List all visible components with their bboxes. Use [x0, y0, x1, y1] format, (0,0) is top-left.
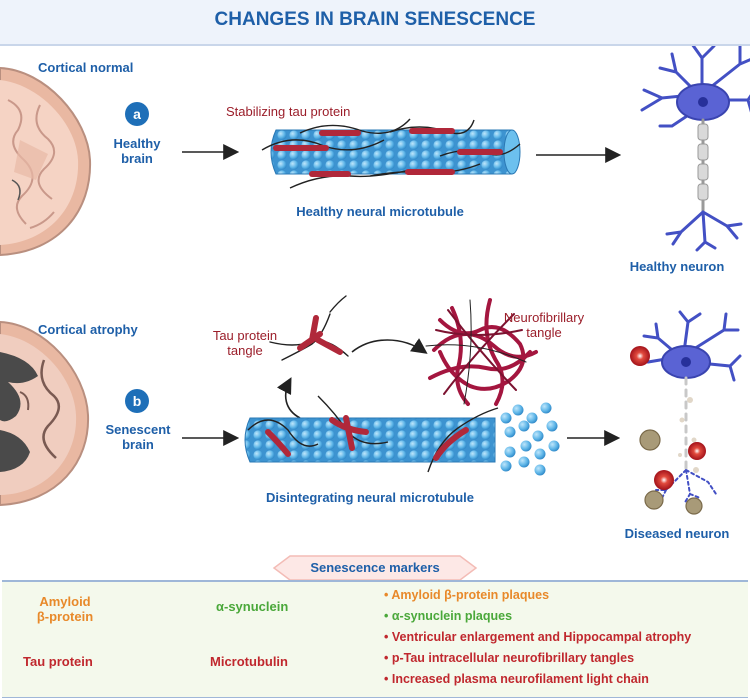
stabilizing-tau-label: Stabilizing tau protein — [226, 104, 351, 119]
neurofibrillary-tangle — [425, 298, 538, 406]
legend-tau-label: Tau protein — [23, 654, 93, 669]
disintegrating-microtubule — [244, 395, 560, 476]
disintegrating-microtubule-label: Disintegrating neural microtubule — [265, 490, 475, 505]
legend-microtubulin-label: Microtubulin — [210, 654, 288, 669]
marker-bullet-list: • Amyloid β-protein plaques • α-synuclei… — [384, 588, 744, 693]
bullet-neurofilament: • Increased plasma neurofilament light c… — [384, 672, 649, 686]
panel-b-badge: b — [125, 389, 149, 413]
tau-protein-tangle — [269, 295, 349, 361]
senescence-markers-title: Senescence markers — [310, 560, 440, 575]
bullet-ventricular: • Ventricular enlargement and Hippocampa… — [384, 630, 692, 644]
senescent-brain-image — [0, 320, 90, 507]
bullet-amyloid: • Amyloid β-protein plaques — [384, 588, 550, 602]
page-title: CHANGES IN BRAIN SENESCENCE — [214, 9, 536, 30]
healthy-brain-image — [0, 66, 92, 257]
title-bar — [0, 0, 750, 46]
diseased-neuron — [630, 310, 742, 515]
panel-a-badge: a — [125, 102, 149, 126]
healthy-neuron — [640, 42, 750, 252]
bullet-synuclein: • α-synuclein plaques — [384, 609, 513, 623]
cortical-normal-label: Cortical normal — [38, 60, 134, 75]
healthy-microtubule — [261, 118, 521, 189]
healthy-microtubule-label: Healthy neural microtubule — [296, 204, 464, 219]
legend-synuclein-label: α-synuclein — [216, 599, 289, 614]
bullet-ptau: • p-Tau intracellular neurofibrillary ta… — [384, 651, 635, 665]
diseased-neuron-label: Diseased neuron — [624, 526, 730, 541]
healthy-neuron-label: Healthy neuron — [629, 259, 725, 274]
cortical-atrophy-label: Cortical atrophy — [38, 322, 138, 337]
